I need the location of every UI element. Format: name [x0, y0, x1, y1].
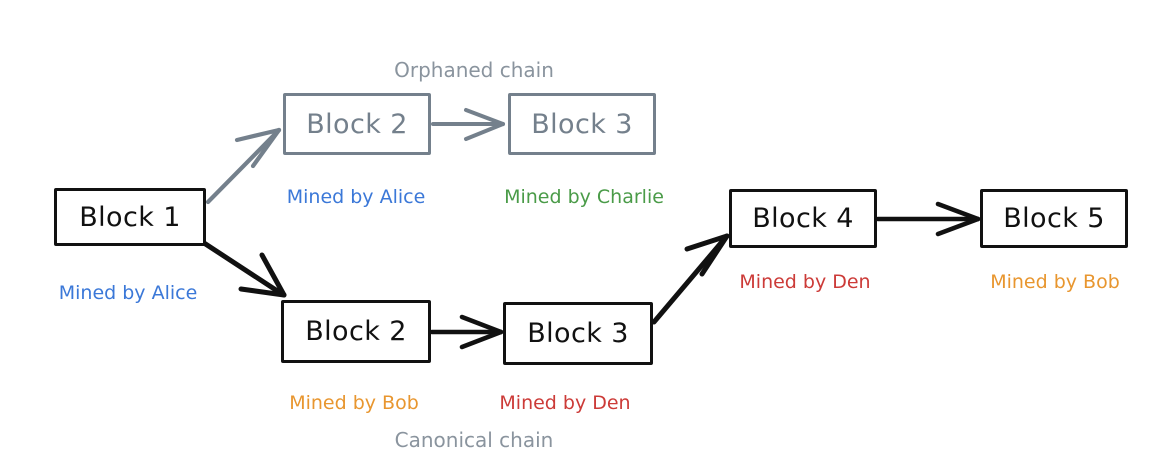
miner-caption-block4: Mined by Den: [739, 271, 871, 293]
arrow-canon3-to-block4: [651, 233, 730, 325]
miner-caption-block2-orphan: Mined by Alice: [286, 186, 426, 208]
block-node-block2-canon[interactable]: Block 2: [281, 300, 431, 363]
block-label: Block 3: [531, 108, 633, 140]
block-label: Block 4: [752, 203, 854, 234]
miner-caption-block3-orphan: Mined by Charlie: [504, 186, 664, 208]
arrow-orphan2-to-orphan3: [431, 108, 505, 141]
block-label: Block 1: [79, 201, 181, 233]
block-node-block5[interactable]: Block 5: [980, 189, 1128, 248]
miner-caption-block2-canon: Mined by Bob: [289, 392, 419, 414]
chain-note-canonical: Canonical chain: [394, 428, 554, 452]
chain-note-orphaned: Orphaned chain: [394, 58, 554, 82]
arrow-block1-to-canon2: [201, 240, 287, 298]
block-label: Block 3: [527, 318, 629, 349]
block-label: Block 2: [305, 316, 407, 347]
block-node-block3-canon[interactable]: Block 3: [503, 302, 653, 365]
miner-caption-block3-canon: Mined by Den: [499, 392, 631, 414]
arrow-block4-to-block5: [875, 201, 981, 237]
miner-caption-block1: Mined by Alice: [58, 282, 198, 304]
block-label: Block 5: [1003, 203, 1105, 234]
arrow-block1-to-orphan2: [205, 127, 282, 205]
block-label: Block 2: [306, 108, 408, 140]
block-node-block3-orphan[interactable]: Block 3: [508, 93, 656, 155]
block-node-block4[interactable]: Block 4: [729, 189, 877, 248]
block-node-block1[interactable]: Block 1: [54, 188, 206, 246]
miner-caption-block5: Mined by Bob: [990, 271, 1120, 293]
arrow-canon2-to-canon3: [429, 314, 504, 350]
block-node-block2-orphan[interactable]: Block 2: [283, 93, 431, 155]
